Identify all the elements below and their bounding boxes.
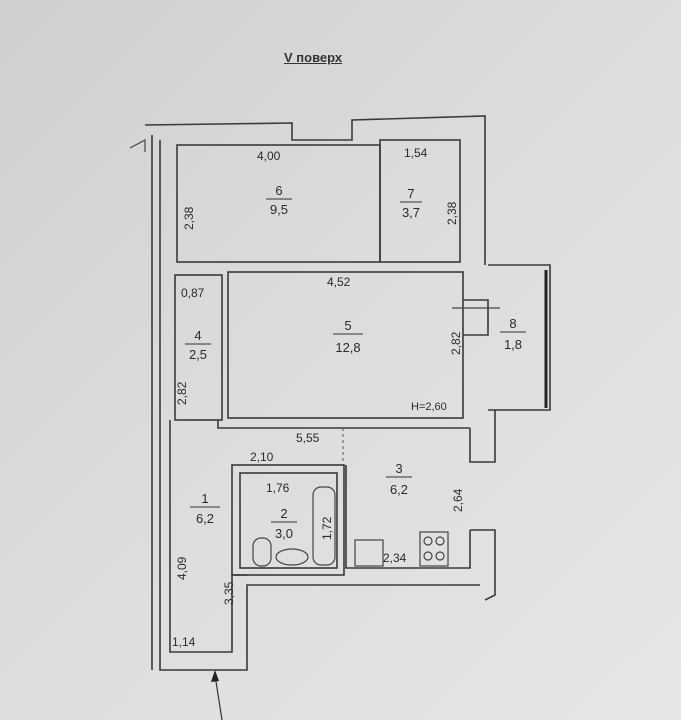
bathtub-icon: [312, 486, 336, 566]
svg-text:1,8: 1,8: [504, 337, 522, 352]
dimension: 2,34: [383, 551, 407, 565]
room-5: [227, 271, 464, 419]
room-2-outer: [231, 464, 345, 576]
dimension: 2,38: [182, 206, 196, 230]
room-3: [345, 465, 471, 569]
doorway: [463, 299, 489, 336]
ceiling-height: H=2,60: [411, 401, 447, 413]
room-label-2: 2 3,0: [271, 506, 297, 541]
room-label-8: 8 1,8: [500, 316, 526, 352]
entrance-arrow: [214, 674, 223, 720]
svg-text:2: 2: [280, 506, 287, 521]
room-label-4: 4 2,5: [185, 328, 211, 362]
burner-icon: [435, 551, 445, 561]
burner-icon: [423, 551, 433, 561]
dimension: 4,00: [257, 149, 281, 163]
dimension: 4,52: [327, 275, 351, 289]
dimension: 2,10: [250, 450, 274, 464]
room-7: [379, 139, 461, 263]
inner-wall: [469, 410, 496, 463]
dimension: 2,64: [451, 488, 465, 512]
dimension: 4,09: [175, 556, 189, 580]
dimension: 3,35: [222, 581, 236, 605]
svg-text:2,5: 2,5: [189, 347, 207, 362]
svg-text:3: 3: [395, 461, 402, 476]
sink-icon: [275, 548, 309, 566]
room-label-3: 3 6,2: [386, 461, 412, 497]
entrance-arrow-head: [211, 670, 219, 682]
room-label-7: 7 3,7: [400, 186, 422, 220]
room-4: [174, 274, 223, 421]
svg-text:5: 5: [344, 318, 351, 333]
svg-text:4: 4: [194, 328, 201, 343]
inner-wall: [169, 420, 247, 653]
dimension: 2,82: [449, 331, 463, 355]
inner-wall: [470, 529, 496, 601]
burner-icon: [423, 536, 433, 546]
svg-text:1: 1: [201, 491, 208, 506]
dimension: 0,87: [181, 286, 205, 300]
dimension: 1,54: [404, 146, 428, 160]
room-label-1: 1 6,2: [190, 491, 220, 526]
sink-cabinet-icon: [354, 539, 384, 567]
svg-text:12,8: 12,8: [335, 340, 360, 355]
toilet-icon: [252, 537, 272, 567]
svg-text:8: 8: [509, 316, 516, 331]
outer-wall: [488, 264, 551, 411]
dimension: 5,55: [296, 431, 320, 445]
inner-wall: [217, 420, 470, 429]
svg-text:6,2: 6,2: [196, 511, 214, 526]
floor-title: V поверх: [284, 50, 343, 65]
door-mark: [129, 139, 146, 152]
dimension: 2,38: [445, 201, 459, 225]
outer-wall: [144, 115, 486, 265]
svg-text:6: 6: [275, 183, 282, 198]
room-2: [239, 472, 338, 569]
burner-icon: [435, 536, 445, 546]
svg-text:7: 7: [407, 186, 414, 201]
svg-text:9,5: 9,5: [270, 202, 288, 217]
stove-icon: [419, 531, 449, 567]
dimension: 1,76: [266, 481, 290, 495]
svg-text:6,2: 6,2: [390, 482, 408, 497]
dimension: 1,72: [320, 516, 334, 540]
svg-text:3,7: 3,7: [402, 205, 420, 220]
dimension: 1,14: [172, 635, 196, 649]
dimension: 2,82: [175, 381, 189, 405]
svg-text:3,0: 3,0: [275, 526, 293, 541]
room-label-5: 5 12,8: [333, 318, 363, 355]
outer-wall: [159, 140, 480, 671]
room-label-6: 6 9,5: [266, 183, 292, 217]
